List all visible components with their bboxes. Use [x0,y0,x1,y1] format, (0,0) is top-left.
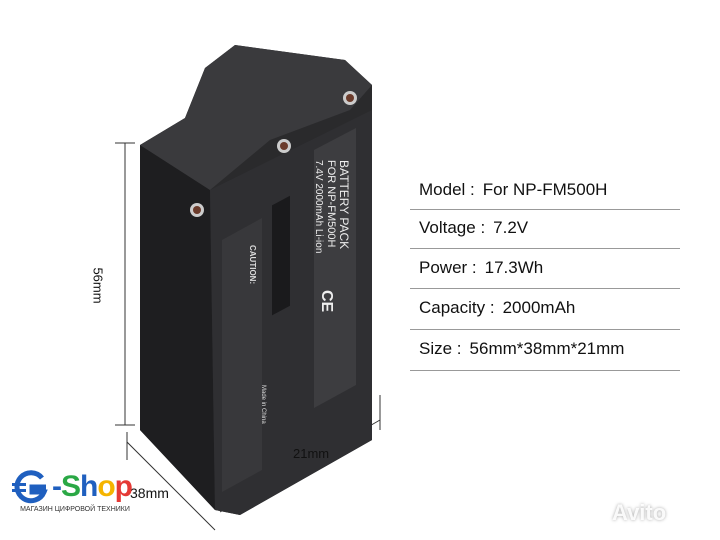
label-panel-left [222,218,262,492]
spec-label: Capacity : [419,298,495,317]
ce-mark: CE [318,290,335,313]
battery-label-rating: 7.4V 2000mAh Li-ion [313,160,324,253]
spec-model: Model : For NP-FM500H [419,180,607,200]
spec-power: Power : 17.3Wh [419,258,543,278]
avito-watermark: Avito [612,500,667,525]
battery-label-model: FOR NP-FM500H [325,160,337,247]
spec-value: 2000mAh [502,298,576,317]
gshop-logo-icon [12,470,48,504]
divider [410,329,680,330]
logo-tagline: МАГАЗИН ЦИФРОВОЙ ТЕХНИКИ [20,506,130,513]
height-dimension-label: 56mm [90,267,106,304]
battery-label-title: BATTERY PACK [337,160,351,249]
battery-top-face [140,45,372,190]
depth-dimension-label: 21mm [293,446,330,461]
spec-capacity: Capacity : 2000mAh [419,298,575,318]
label-panel-right [314,128,356,408]
spec-label: Size : [419,339,462,358]
logo-brand: -Shop [52,470,133,503]
divider [410,209,680,210]
divider [410,288,680,289]
spec-label: Voltage : [419,218,486,237]
spec-value: 56mm*38mm*21mm [469,339,625,358]
spec-label: Model : [419,180,475,199]
spec-size: Size : 56mm*38mm*21mm [419,339,624,359]
terminal-contacts [190,91,357,217]
spec-value: 17.3Wh [484,258,544,277]
spec-value: For NP-FM500H [482,180,608,199]
spec-voltage: Voltage : 7.2V [419,218,528,238]
divider [410,248,680,249]
battery-caution-heading: CAUTION: [248,245,257,284]
battery-origin: Made in China [260,385,266,424]
spec-label: Power : [419,258,477,277]
width-dimension-label: 38mm [130,485,169,501]
divider [410,370,680,371]
battery-side-face [140,145,215,510]
spec-value: 7.2V [493,218,529,237]
